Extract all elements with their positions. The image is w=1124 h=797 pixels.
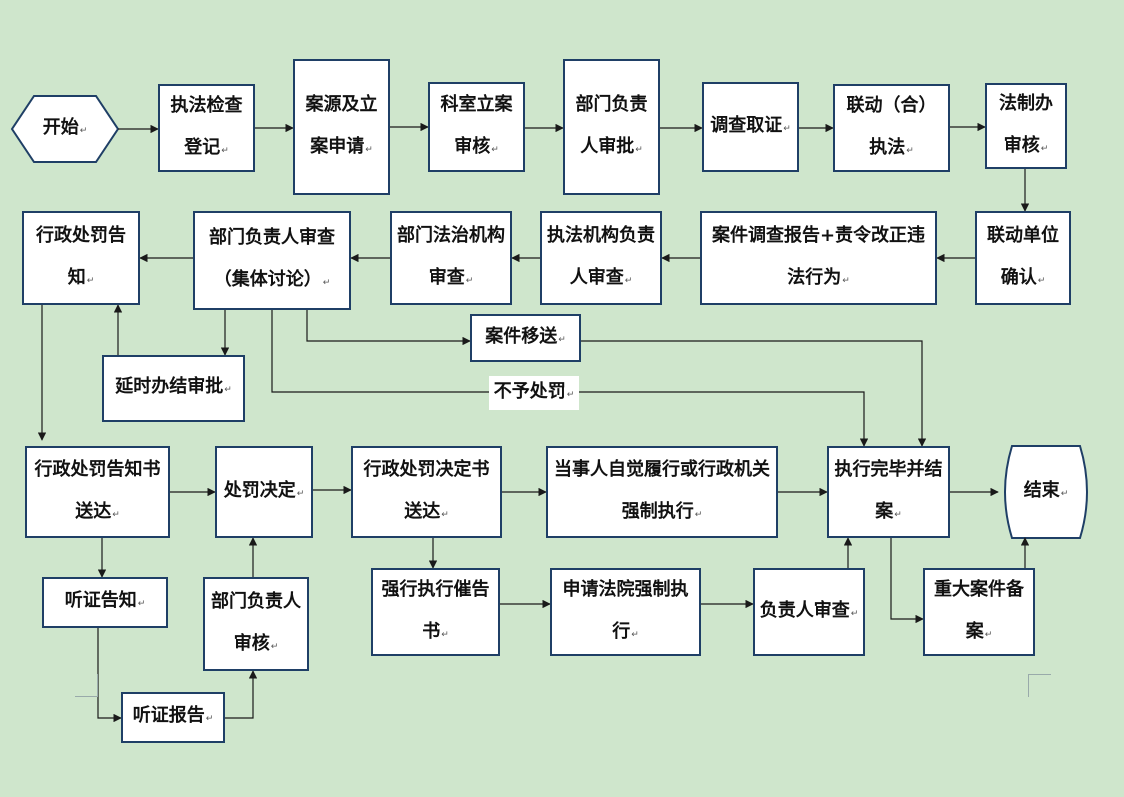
step-deferred-approval: 延时办结审批 xyxy=(102,355,245,422)
step-inspection-registration: 执法检查登记 xyxy=(158,84,255,172)
step-execution-complete: 执行完毕并结案 xyxy=(827,446,950,538)
step-joint-enforcement: 联动（合）执法 xyxy=(833,84,950,172)
step-penalty-notice: 行政处罚告知 xyxy=(22,211,140,305)
step-decision-delivery: 行政处罚决定书送达 xyxy=(351,446,502,538)
page-corner-mark xyxy=(75,674,98,697)
step-case-application: 案源及立案申请 xyxy=(293,59,390,195)
step-dept-head-approval: 部门负责人审批 xyxy=(563,59,660,195)
step-investigation-report: 案件调查报告+责令改正违法行为 xyxy=(700,211,937,305)
step-start-label: 开始 xyxy=(30,108,100,150)
connector-arrow xyxy=(306,310,471,346)
step-collective-discussion: 部门负责人审查（集体讨论） xyxy=(193,211,351,310)
step-legal-agency-review: 部门法治机构审查 xyxy=(390,211,512,305)
connector-arrow xyxy=(890,538,924,624)
connector-arrow xyxy=(225,670,258,719)
step-enforcement-reminder: 强行执行催告书 xyxy=(371,568,500,656)
step-investigation: 调查取证 xyxy=(702,82,799,172)
step-hearing-report: 听证报告 xyxy=(121,692,225,743)
step-head-review: 负责人审查 xyxy=(753,568,865,656)
step-end-label: 结束 xyxy=(1010,471,1082,513)
step-case-transfer: 案件移送 xyxy=(470,314,581,362)
step-major-case-filing: 重大案件备案 xyxy=(923,568,1035,656)
page-corner-mark xyxy=(1028,674,1051,697)
step-section-review: 科室立案审核 xyxy=(428,82,525,172)
step-dept-head-check: 部门负责人审核 xyxy=(203,577,309,671)
step-hearing-notice: 听证告知 xyxy=(42,577,168,628)
step-notice-delivery: 行政处罚告知书送达 xyxy=(25,446,170,538)
connector-arrow xyxy=(581,340,927,447)
step-performance-or-enforcement: 当事人自觉履行或行政机关强制执行 xyxy=(546,446,778,538)
connector-arrow xyxy=(97,628,122,723)
step-enforcement-head-review: 执法机构负责人审查 xyxy=(540,211,662,305)
step-penalty-decision: 处罚决定 xyxy=(215,446,313,538)
step-joint-unit-confirm: 联动单位确认 xyxy=(975,211,1071,305)
step-court-enforcement: 申请法院强制执行 xyxy=(550,568,701,656)
step-no-penalty: 不予处罚 xyxy=(489,376,579,410)
step-legal-office-review: 法制办审核 xyxy=(985,83,1067,169)
